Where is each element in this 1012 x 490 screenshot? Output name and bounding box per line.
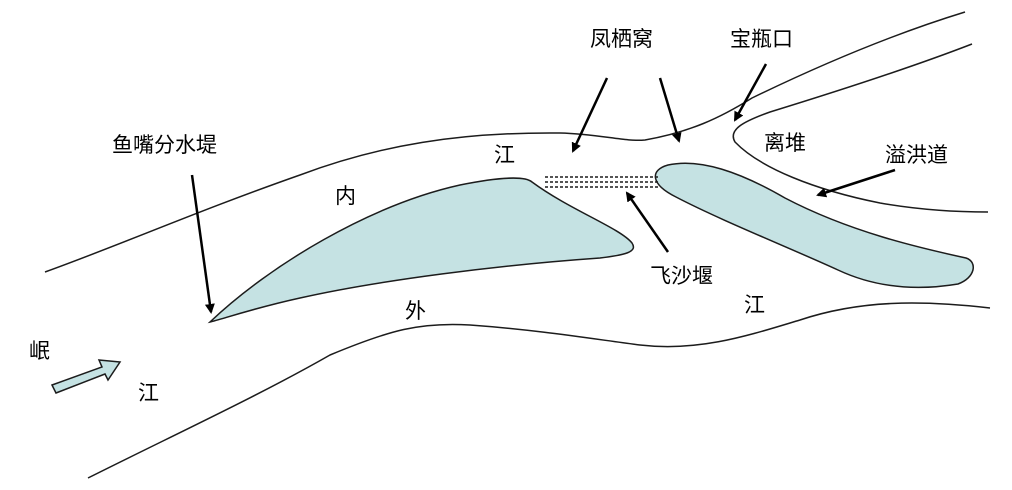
label-bottle-neck: 宝瓶口 — [730, 27, 793, 51]
label-min-river: 江 — [138, 381, 159, 405]
pointer-phoenix-right — [658, 77, 682, 143]
label-inner-river: 江 — [494, 143, 515, 167]
label-lidui: 离堆 — [764, 131, 806, 155]
label-fish-mouth: 鱼嘴分水堤 — [112, 133, 217, 157]
pointer-bottle-neck — [733, 63, 768, 122]
river-bank-lower — [87, 302, 991, 479]
pointer-feisha-weir — [625, 191, 670, 253]
label-outer: 外 — [405, 299, 426, 323]
arrow-right-icon — [50, 359, 122, 394]
fish-mouth-island — [207, 177, 635, 324]
feisha-weir-dashes — [545, 176, 660, 188]
label-feisha-weir: 飞沙堰 — [650, 264, 713, 288]
label-min: 岷 — [29, 339, 50, 363]
label-spillway: 溢洪道 — [885, 143, 948, 167]
river-bank-upper — [44, 11, 966, 273]
pointer-phoenix-left — [571, 77, 609, 153]
pointer-fish-mouth — [190, 174, 215, 314]
river-bank-spillway-lower — [732, 43, 989, 213]
label-outer-river: 江 — [744, 293, 765, 317]
pointer-spillway — [816, 168, 896, 198]
label-phoenix-nest: 凤栖窝 — [590, 27, 653, 51]
label-inner: 内 — [335, 184, 356, 208]
lidui-island — [654, 162, 974, 289]
